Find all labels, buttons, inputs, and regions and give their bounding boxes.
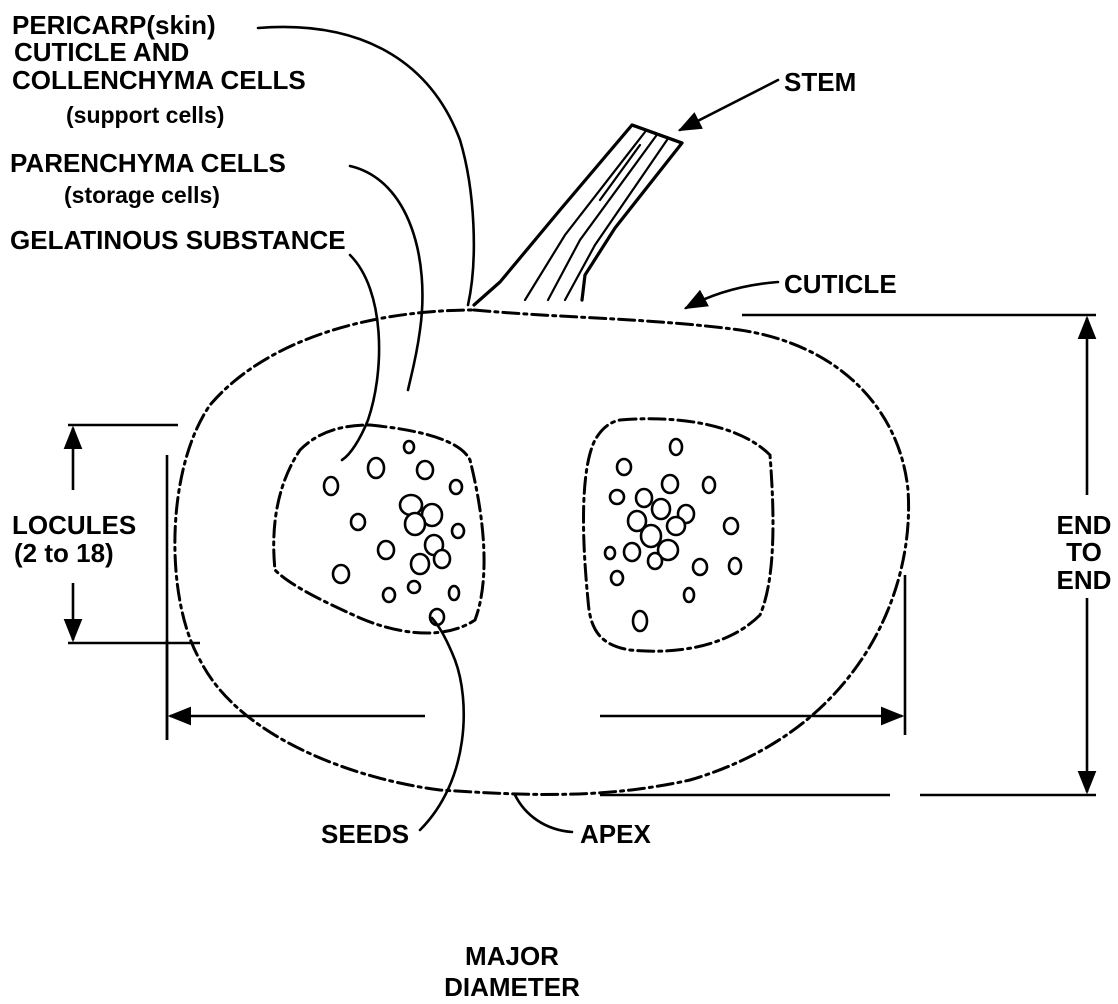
seeds-left bbox=[324, 441, 464, 625]
dimension-lines bbox=[68, 315, 1096, 795]
label-end-to: TO bbox=[1066, 537, 1102, 567]
label-locules: LOCULES bbox=[12, 510, 136, 540]
label-major: MAJOR bbox=[465, 941, 559, 971]
stem-drawing bbox=[474, 125, 682, 305]
fruit-outline bbox=[175, 310, 909, 794]
label-parenchyma: PARENCHYMA CELLS bbox=[10, 148, 286, 178]
label-diameter: DIAMETER bbox=[444, 972, 580, 1002]
label-stem: STEM bbox=[784, 67, 856, 97]
label-cuticle: CUTICLE bbox=[784, 269, 897, 299]
label-locules-count: (2 to 18) bbox=[14, 538, 114, 568]
leader-lines bbox=[258, 27, 778, 832]
label-collenchyma: COLLENCHYMA CELLS bbox=[12, 65, 306, 95]
label-pericarp: PERICARP(skin) bbox=[12, 10, 216, 40]
text-labels: PERICARP(skin) CUTICLE AND COLLENCHYMA C… bbox=[10, 10, 1111, 1002]
label-end-2: END bbox=[1057, 565, 1112, 595]
label-cuticle-and: CUTICLE AND bbox=[14, 37, 189, 67]
label-apex: APEX bbox=[580, 819, 651, 849]
seeds-right bbox=[605, 439, 741, 631]
label-end-1: END bbox=[1057, 510, 1112, 540]
label-seeds: SEEDS bbox=[321, 819, 409, 849]
label-storage-cells: (storage cells) bbox=[64, 182, 220, 208]
label-support-cells: (support cells) bbox=[66, 102, 224, 128]
label-gelatinous: GELATINOUS SUBSTANCE bbox=[10, 225, 346, 255]
